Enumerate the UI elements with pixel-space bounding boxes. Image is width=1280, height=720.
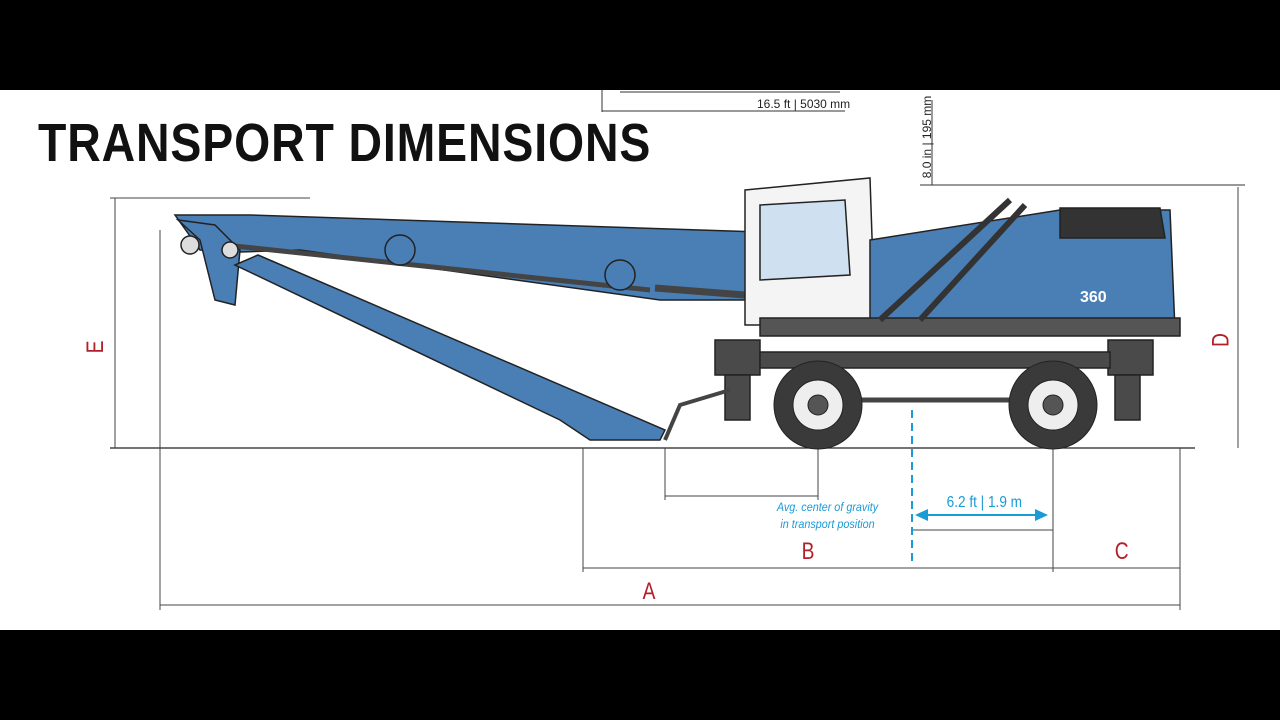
- front-wheel: [773, 360, 863, 450]
- upper-structure: [744, 177, 1181, 337]
- dimension-lines: [110, 187, 1239, 610]
- center-of-gravity-caption: Avg. center of gravity in transport posi…: [767, 499, 889, 533]
- chassis: [663, 339, 1154, 441]
- cog-distance-arrow: [915, 509, 1048, 521]
- dimension-c-label: C: [1114, 538, 1129, 565]
- top-dimension-label: 16.5 ft | 5030 mm: [757, 97, 851, 111]
- rear-wheel: [1008, 360, 1098, 450]
- cog-caption-line1: Avg. center of gravity: [776, 500, 879, 514]
- top-dimension-lines: [601, 90, 1245, 186]
- clearance-dimension-label: 8.0 in | 195 mm: [920, 95, 934, 179]
- page-title: TRANSPORT DIMENSIONS: [38, 113, 652, 173]
- machine-badge: 360: [1080, 289, 1107, 306]
- dimension-a-label: A: [642, 578, 656, 605]
- cog-distance-label: 6.2 ft | 1.9 m: [946, 494, 1022, 511]
- dimension-b-label: B: [801, 538, 815, 565]
- dimension-e-label: E: [82, 340, 110, 354]
- dimension-d-label: D: [1207, 333, 1235, 347]
- boom: [173, 214, 761, 441]
- cog-caption-line2: in transport position: [780, 517, 875, 531]
